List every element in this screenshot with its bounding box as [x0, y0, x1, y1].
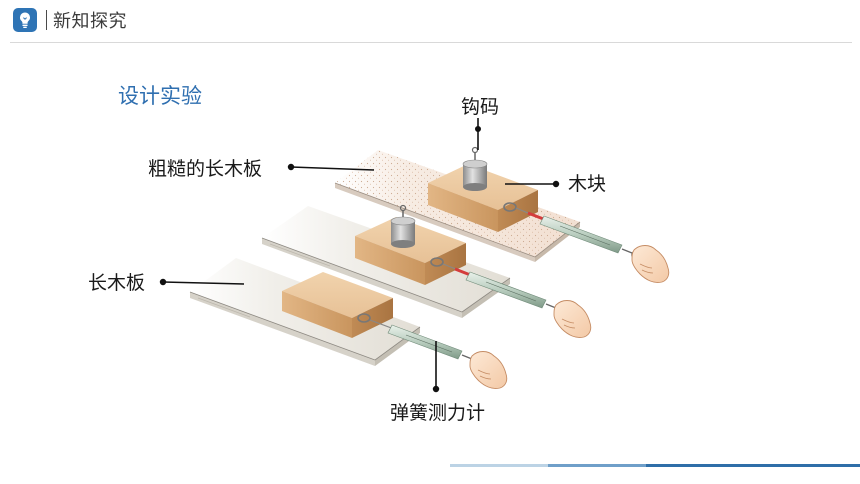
leader-lines: [159, 118, 560, 393]
lightbulb-icon: [13, 8, 37, 32]
spring-scale-back: [515, 207, 641, 260]
header-divider: [10, 42, 852, 43]
hand-back: [631, 245, 670, 283]
section-title: 设计实验: [118, 84, 202, 108]
wood-block-front: [282, 272, 393, 338]
hand-front: [469, 351, 508, 389]
hand-middle: [553, 300, 592, 338]
wood-block-with-weight-back: [428, 146, 538, 232]
header-title: 新知探究: [53, 11, 127, 32]
footer-bar-mid: [548, 464, 646, 467]
wood-block-with-weight-middle: [355, 204, 466, 285]
label-wood-block: 木块: [568, 173, 607, 195]
label-long-board: 长木板: [88, 272, 146, 294]
label-hook-weight: 钩码: [461, 96, 500, 118]
footer-bar-light: [450, 464, 548, 467]
header: 新知探究: [0, 0, 860, 43]
header-separator: [46, 10, 47, 30]
label-spring-scale: 弹簧测力计: [390, 402, 486, 424]
label-rough-board: 粗糙的长木板: [148, 158, 263, 180]
footer-bar-dark: [646, 464, 860, 467]
